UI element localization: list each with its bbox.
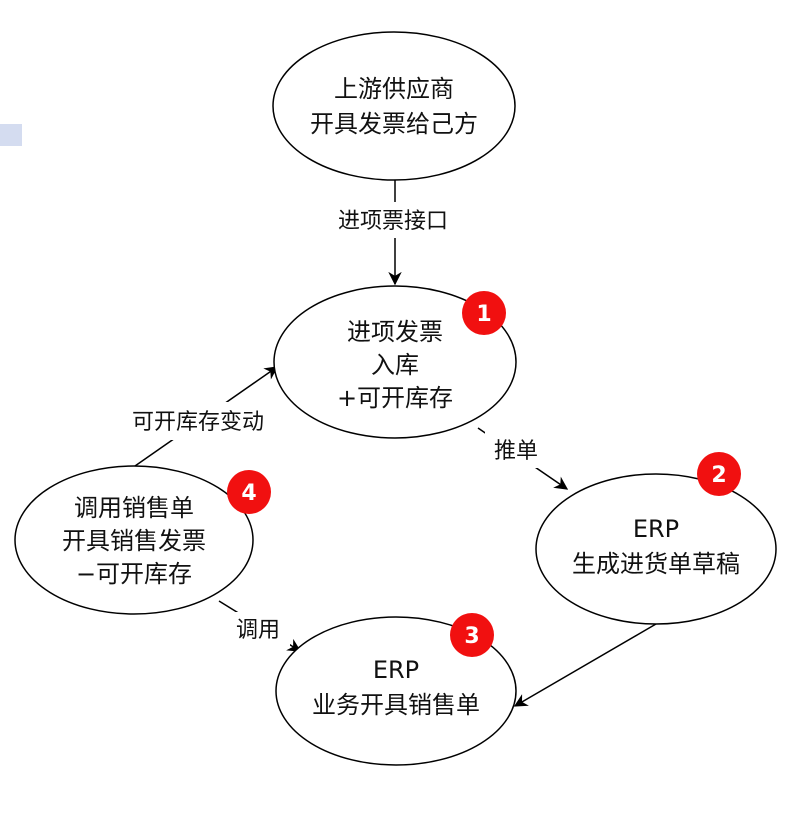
node-sales-invoice-line-2: 开具销售发票 — [62, 527, 206, 555]
node-sales-invoice-line-3: −可开库存 — [76, 560, 192, 588]
step-badge-3: 3 — [450, 613, 494, 657]
step-badge-1: 1 — [462, 291, 506, 335]
step-badge-1-label: 1 — [476, 302, 491, 327]
node-inbound-line-1: 进项发票 — [347, 318, 443, 346]
node-inbound-line-3: +可开库存 — [337, 384, 453, 412]
node-inbound-line-2: 入库 — [371, 351, 419, 379]
node-inbound-invoice: 进项发票 入库 +可开库存 — [273, 285, 517, 439]
step-badge-2-label: 2 — [711, 463, 726, 488]
left-edge-tab — [0, 124, 22, 146]
node-erp-sales-line-1: ERP — [373, 656, 419, 684]
node-erp-sales-line-2: 业务开具销售单 — [312, 691, 480, 719]
node-erp-draft-line-1: ERP — [633, 515, 679, 543]
node-supplier-line-2: 开具发票给己方 — [310, 110, 478, 138]
edge-label-interface: 进项票接口 — [338, 209, 448, 234]
step-badge-2: 2 — [697, 452, 741, 496]
node-erp-sales: ERP 业务开具销售单 — [275, 616, 517, 766]
edge-inbound-to-draft: 推单 — [477, 427, 569, 490]
step-badge-4-label: 4 — [241, 481, 256, 506]
edge-supplier-to-inbound: 进项票接口 — [318, 180, 468, 286]
edge-label-push: 推单 — [494, 439, 538, 464]
node-supplier: 上游供应商 开具发票给己方 — [272, 31, 516, 181]
node-sales-invoice-line-1: 调用销售单 — [74, 494, 194, 522]
edge-label-stock-change: 可开库存变动 — [132, 410, 264, 435]
edge-label-invoke: 调用 — [236, 618, 280, 643]
node-supplier-line-1: 上游供应商 — [334, 75, 454, 103]
edge-draft-to-sales — [513, 623, 657, 707]
edge-invoice-to-inbound: 可开库存变动 — [108, 366, 288, 467]
node-erp-draft-line-2: 生成进货单草稿 — [572, 550, 740, 578]
node-sales-invoice: 调用销售单 开具销售发票 −可开库存 — [14, 465, 254, 615]
edge-invoice-to-sales: 调用 — [218, 600, 302, 652]
step-badge-3-label: 3 — [464, 624, 479, 649]
node-erp-draft: ERP 生成进货单草稿 — [535, 473, 777, 625]
step-badge-4: 4 — [227, 470, 271, 514]
